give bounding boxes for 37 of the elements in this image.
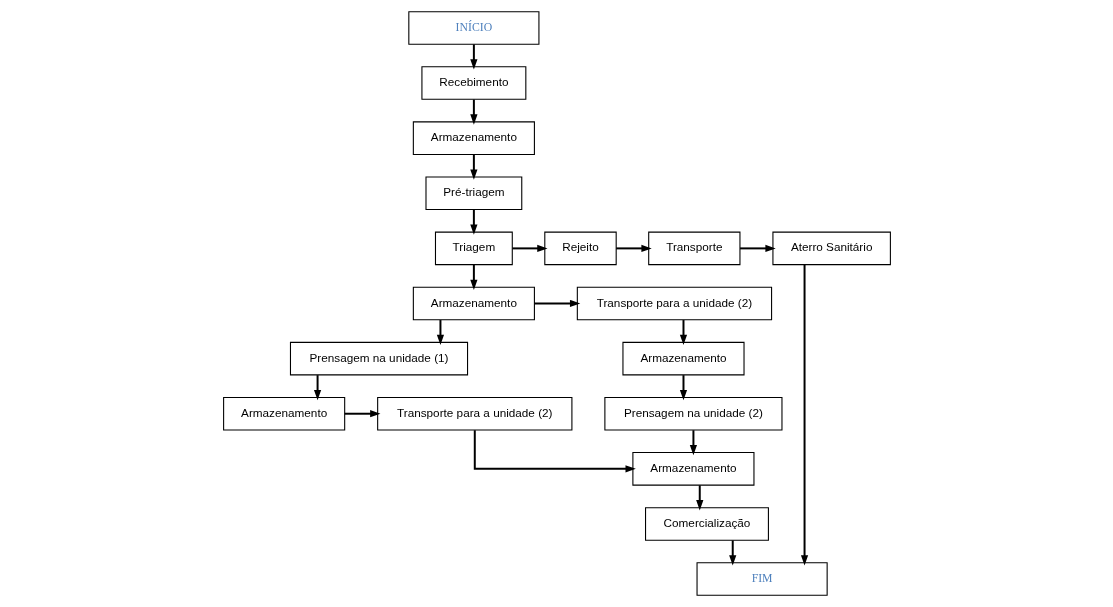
node-box: Aterro Sanitário: [771, 231, 891, 266]
arrow: [469, 153, 477, 180]
arrow: [473, 429, 636, 473]
node-box: Triagem: [434, 231, 513, 266]
node-box: Prensagem na unidade (2): [603, 396, 782, 431]
arrow: [695, 484, 703, 511]
arrow: [679, 374, 687, 401]
node-box: Armazenamento: [621, 341, 745, 376]
arrow: [689, 429, 697, 456]
node-box: Comercialização: [644, 507, 769, 541]
arrow: [343, 410, 380, 418]
node-box: Transporte para a unidade (2): [576, 286, 772, 321]
node-box: FIM: [696, 562, 828, 596]
arrow: [436, 319, 444, 346]
node-box: INÍCIO: [407, 11, 539, 45]
arrow: [728, 539, 736, 566]
node-box: Rejeito: [543, 231, 617, 266]
arrow: [738, 244, 776, 252]
node-box: Transporte: [647, 231, 740, 266]
arrow: [469, 98, 477, 125]
node-box: Prensagem na unidade (1): [289, 341, 468, 376]
node-box: Pré-triagem: [424, 176, 522, 211]
node-box: Armazenamento: [412, 286, 535, 321]
arrow: [313, 374, 321, 401]
arrow: [533, 299, 580, 308]
node-box: Armazenamento: [412, 121, 535, 155]
arrow: [800, 263, 808, 566]
node-box: Armazenamento: [631, 452, 754, 486]
arrow: [469, 263, 477, 290]
arrow: [614, 244, 652, 252]
node-box: Armazenamento: [222, 396, 345, 431]
node-box: Transporte para a unidade (2): [376, 396, 572, 431]
arrow: [469, 43, 477, 70]
arrow: [679, 319, 687, 346]
arrow: [469, 208, 477, 235]
arrow: [510, 244, 548, 252]
node-box: Recebimento: [420, 66, 526, 100]
